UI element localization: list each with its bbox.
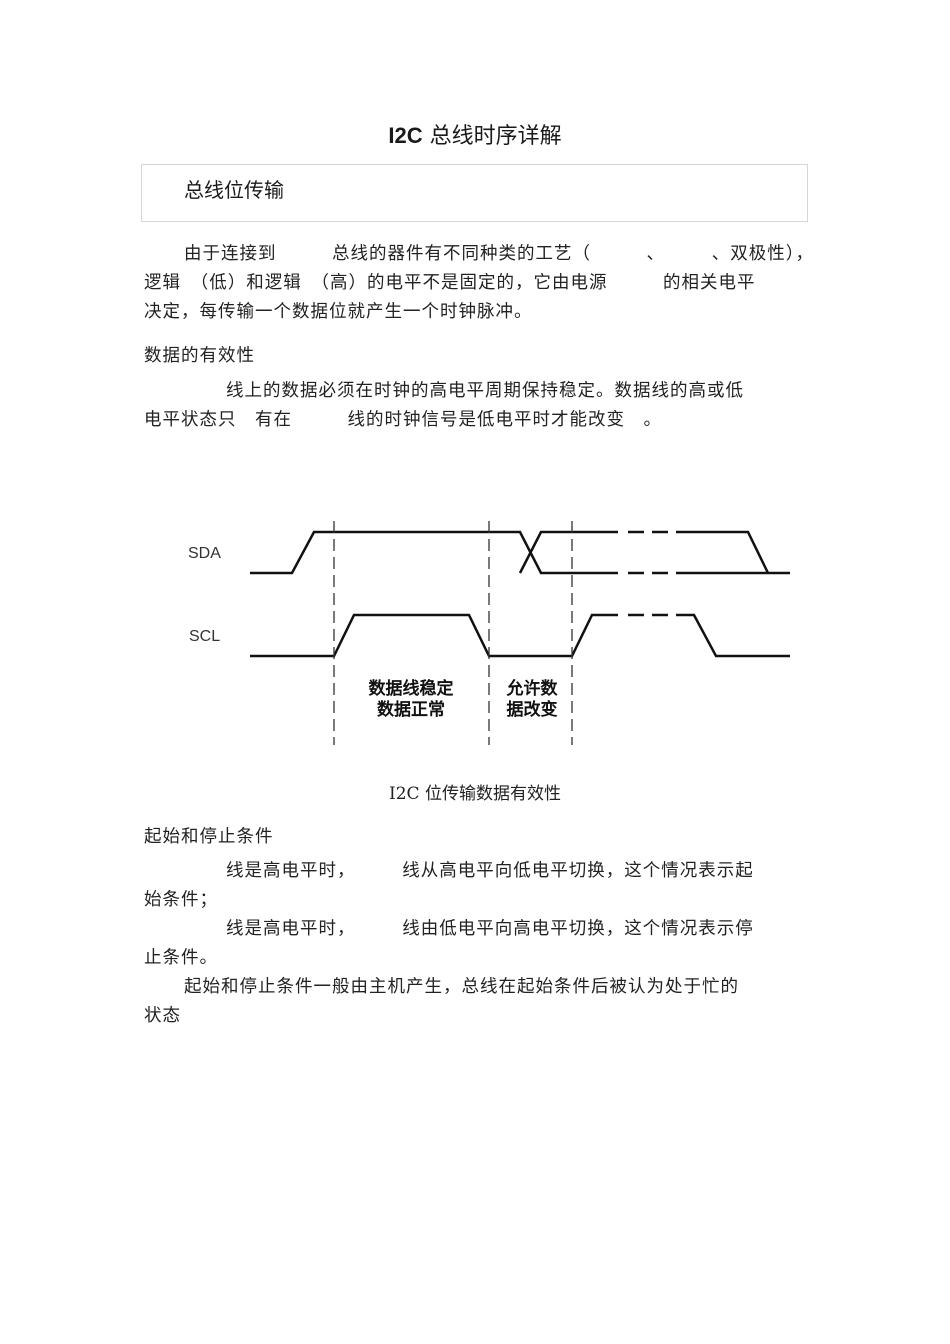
stable-label-line1: 数据线稳定 [369, 678, 454, 698]
change-label-line2: 据改变 [507, 699, 558, 719]
title-prefix: I2C [388, 123, 423, 148]
para3-line4: 止条件。 [144, 948, 218, 968]
sda-high-line [518, 530, 618, 574]
para3-line6: 状态 [144, 1006, 181, 1026]
scl-label: SCL [189, 628, 220, 645]
sda-label: SDA [188, 545, 221, 562]
scl-waveform-1 [250, 613, 618, 658]
section2-heading: 数据的有效性 [144, 346, 255, 366]
para1-line2: 逻辑 （低）和逻辑 （高）的电平不是固定的，它由电源 的相关电平 [144, 273, 756, 293]
section-box [141, 164, 808, 222]
para2-line2: 电平状态只 有在 线的时钟信号是低电平时才能改变 。 [144, 410, 662, 430]
change-label-line1: 允许数 [506, 678, 559, 698]
title-rest: 总线时序详解 [429, 124, 562, 149]
para3-line1: 线是高电平时， 线从高电平向低电平切换，这个情况表示起 [226, 861, 754, 881]
para3-line3: 线是高电平时， 线由低电平向高电平切换，这个情况表示停 [226, 919, 754, 939]
section1-heading: 总线位传输 [184, 178, 284, 202]
para1-line1: 由于连接到 总线的器件有不同种类的工艺（ 、 、双极性）， [184, 244, 814, 264]
page-title: I2C 总线时序详解 [0, 118, 950, 150]
sda-end-high [676, 530, 770, 574]
section3-heading: 起始和停止条件 [144, 827, 274, 847]
para3-line2: 始条件； [144, 890, 218, 910]
stable-label-line2: 数据正常 [377, 699, 445, 719]
scl-waveform-2 [676, 613, 790, 658]
para3-line5: 起始和停止条件一般由主机产生，总线在起始条件后被认为处于忙的 [184, 977, 739, 997]
para1-line3: 决定，每传输一个数据位就产生一个时钟脉冲。 [144, 302, 533, 322]
sda-low-line [250, 530, 618, 575]
para2-line1: 线上的数据必须在时钟的高电平周期保持稳定。数据线的高或低 [226, 381, 744, 401]
figure-caption: I2C 位传输数据有效性 [389, 784, 561, 804]
